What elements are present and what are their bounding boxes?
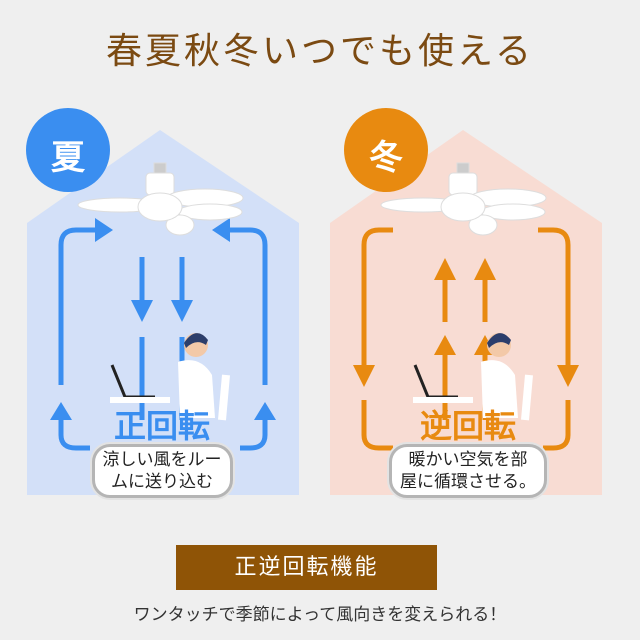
mode-label: 逆回転 bbox=[419, 407, 516, 445]
airflow-arrowheads bbox=[50, 218, 276, 420]
summer-panel bbox=[0, 100, 320, 500]
description-line: 暖かい空気を部 bbox=[408, 450, 528, 470]
mode-description: 涼しい風をルー ムに送り込む bbox=[91, 444, 233, 498]
footer-caption: ワンタッチで季節によって風向きを変えられる！ bbox=[133, 605, 507, 625]
description-line: 涼しい風をルー bbox=[102, 450, 222, 470]
winter-mode-bubble: 逆回転 暖かい空気を部 屋に循環させる。 bbox=[378, 408, 558, 498]
winter-diagram bbox=[330, 108, 602, 495]
summer-mode-bubble: 正回転 涼しい風をルー ムに送り込む bbox=[72, 408, 252, 498]
page-title: 春夏秋冬いつでも使える bbox=[106, 31, 534, 72]
description-line: ムに送り込む bbox=[111, 472, 213, 492]
season-badge-summer: 夏 bbox=[51, 138, 85, 178]
person-illustration bbox=[110, 333, 230, 421]
person-illustration bbox=[413, 333, 533, 421]
description-line: 屋に循環させる。 bbox=[400, 472, 536, 492]
winter-panel bbox=[303, 100, 623, 500]
ceiling-fan bbox=[77, 162, 244, 236]
ceiling-fan bbox=[380, 162, 547, 236]
season-badge-bg bbox=[26, 108, 110, 192]
feature-banner: 正逆回転機能 bbox=[176, 545, 437, 590]
mode-description: 暖かい空気を部 屋に循環させる。 bbox=[389, 444, 547, 498]
season-badge-bg bbox=[344, 108, 428, 192]
mode-label: 正回転 bbox=[113, 407, 210, 445]
summer-diagram bbox=[26, 108, 299, 495]
season-badge-winter: 冬 bbox=[369, 138, 403, 178]
